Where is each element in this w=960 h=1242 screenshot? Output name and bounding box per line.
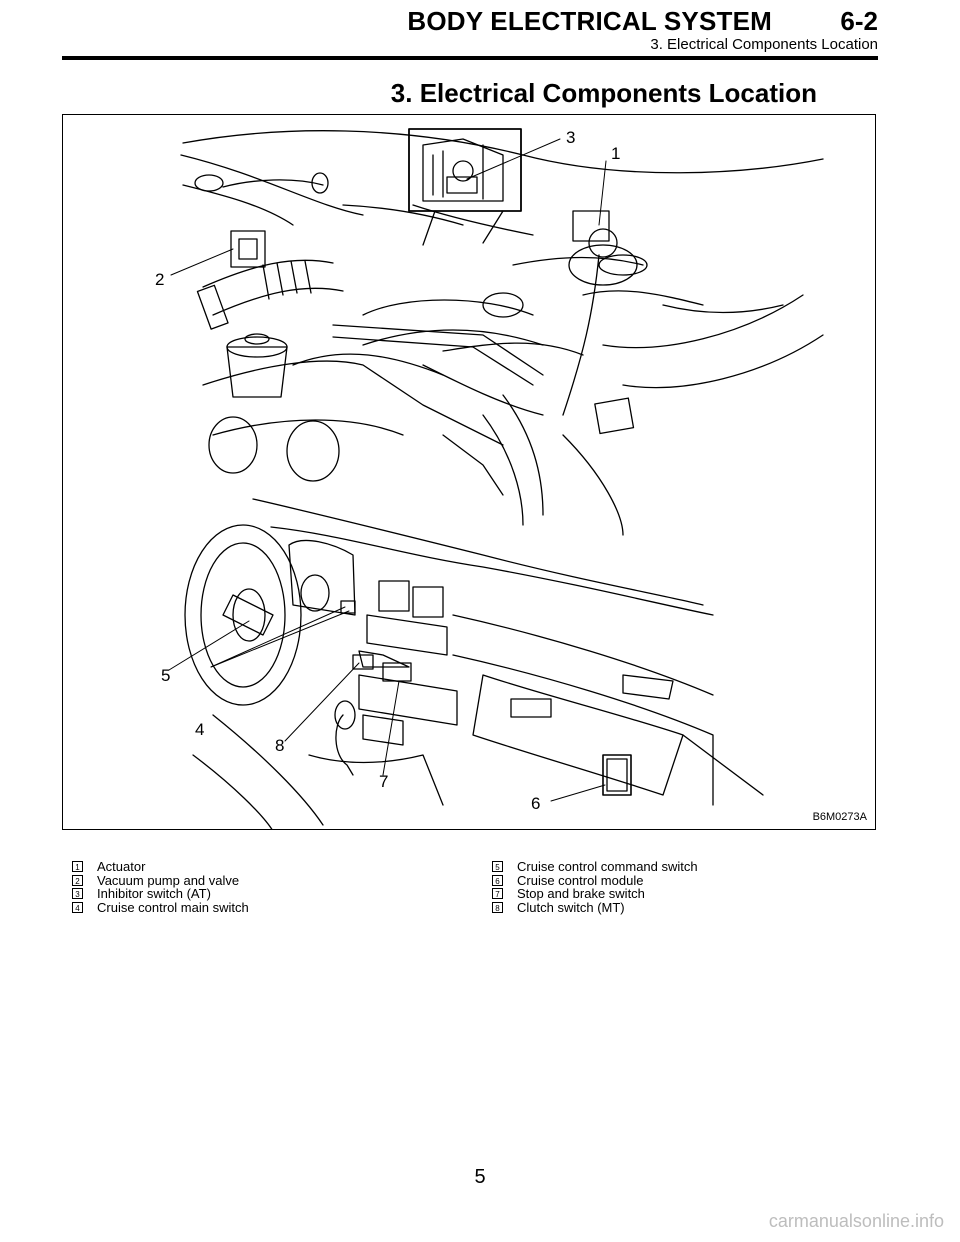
dashboard-drawing [184,498,764,829]
legend-number-badge: 7 [492,888,503,900]
legend-label: Actuator [97,859,146,875]
legend-item: 2 Vacuum pump and valve [72,874,249,888]
callout-3: 3 [566,128,575,147]
legend-number-badge: 1 [72,861,83,873]
callout-7: 7 [379,772,388,791]
callout-4: 4 [195,720,204,739]
legend-number-badge: 3 [72,888,83,900]
legend-item: 8 Clutch switch (MT) [492,901,698,915]
legend-item: 7 Stop and brake switch [492,887,698,901]
callout-2: 2 [155,270,164,289]
header-rule [62,56,878,60]
legend-number-badge: 5 [492,861,503,873]
legend-item: 5 Cruise control command switch [492,860,698,874]
page-title: 3. Electrical Components Location [390,78,817,108]
figure-code: B6M0273A [812,811,867,823]
legend-item: 3 Inhibitor switch (AT) [72,887,249,901]
callout-leaders [168,138,607,802]
legend-number-badge: 6 [492,874,503,886]
legend-label: Cruise control main switch [97,899,249,915]
section-title: BODY ELECTRICAL SYSTEM [407,6,772,36]
legend-label: Clutch switch (MT) [517,899,625,915]
legend-item: 1 Actuator [72,860,249,874]
legend-label: Cruise control module [517,872,644,888]
chapter-number: 6-2 [840,6,878,36]
callout-1: 1 [611,144,620,163]
legend-item: 4 Cruise control main switch [72,901,249,915]
legend-item: 6 Cruise control module [492,874,698,888]
header-subtitle: 3. Electrical Components Location [650,36,878,53]
legend-right: 5 Cruise control command switch 6 Cruise… [492,860,698,914]
callout-5: 5 [161,666,170,685]
legend-label: Inhibitor switch (AT) [97,886,211,902]
callout-6: 6 [531,794,540,813]
legend-label: Vacuum pump and valve [97,872,240,888]
engine-bay-drawing [180,128,824,536]
figure-illustration: 1 2 3 4 5 6 7 8 [155,128,824,829]
legend-number-badge: 4 [72,901,83,913]
callout-8: 8 [275,736,284,755]
page-number: 5 [474,1166,486,1188]
watermark-text: carmanualsonline.info [768,1211,944,1231]
components-figure: 1 2 3 4 5 6 7 8 B6M0273A [62,114,876,830]
legend-left: 1 Actuator 2 Vacuum pump and valve 3 Inh… [72,860,249,914]
legend-label: Stop and brake switch [517,886,645,902]
legend-number-badge: 8 [492,901,503,913]
legend-number-badge: 2 [72,874,83,886]
legend-label: Cruise control command switch [517,859,698,875]
page-header: BODY ELECTRICAL SYSTEM 6-2 3. Electrical… [0,0,960,60]
